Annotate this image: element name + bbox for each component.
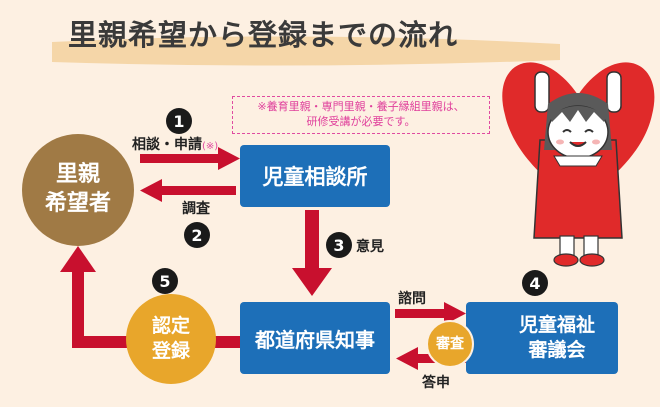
welfare-council-node: 児童福祉 審議会 bbox=[466, 302, 618, 374]
step-4-number: 4 bbox=[522, 270, 548, 296]
step-1-label: 相談・申請(※) bbox=[132, 134, 218, 154]
review-badge: 審査 bbox=[426, 320, 474, 368]
governor-label: 都道府県知事 bbox=[255, 327, 375, 352]
page-title: 里親希望から登録までの流れ bbox=[68, 18, 459, 52]
registration-node: 認定 登録 bbox=[126, 294, 216, 384]
arrow-consult-request bbox=[140, 147, 240, 170]
step-1-text: 相談・申請 bbox=[132, 137, 202, 153]
title-highlight bbox=[52, 36, 560, 66]
registration-line2: 登録 bbox=[151, 340, 190, 362]
mascot-illustration bbox=[502, 62, 655, 267]
review-label: 審査 bbox=[436, 335, 464, 352]
step-5-number: 5 bbox=[152, 268, 178, 294]
arrow-investigation bbox=[140, 179, 236, 202]
applicant-label-line2: 希望者 bbox=[44, 191, 111, 216]
welfare-council-line1: 児童福祉 bbox=[518, 314, 595, 337]
governor-node: 都道府県知事 bbox=[240, 302, 390, 374]
training-note: ※養育里親・専門里親・養子縁組里親は、 研修受講が必要です。 bbox=[232, 96, 490, 134]
training-note-line2: 研修受講が必要です。 bbox=[306, 115, 416, 128]
step-3-number: 3 bbox=[326, 232, 352, 258]
arrow-opinion bbox=[292, 210, 332, 296]
arrow-inquiry bbox=[395, 302, 466, 325]
applicant-label-line1: 里親 bbox=[55, 162, 100, 188]
training-note-line1: ※養育里親・専門里親・養子縁組里親は、 bbox=[257, 100, 465, 113]
step-2-number: 2 bbox=[184, 222, 210, 248]
welfare-council-line2: 審議会 bbox=[528, 339, 586, 361]
step-3-label: 意見 bbox=[356, 239, 384, 255]
step-1-suffix: (※) bbox=[202, 141, 219, 152]
applicant-node: 里親 希望者 bbox=[22, 134, 134, 246]
consultation-center-node: 児童相談所 bbox=[240, 145, 390, 207]
step-4-label: 諮問 bbox=[398, 291, 426, 307]
registration-line1: 認定 bbox=[151, 315, 190, 338]
consultation-center-label: 児童相談所 bbox=[262, 165, 368, 189]
step-1-number: 1 bbox=[166, 108, 192, 134]
step-5-label: 答申 bbox=[422, 375, 450, 391]
step-2-label: 調査 bbox=[182, 201, 210, 217]
